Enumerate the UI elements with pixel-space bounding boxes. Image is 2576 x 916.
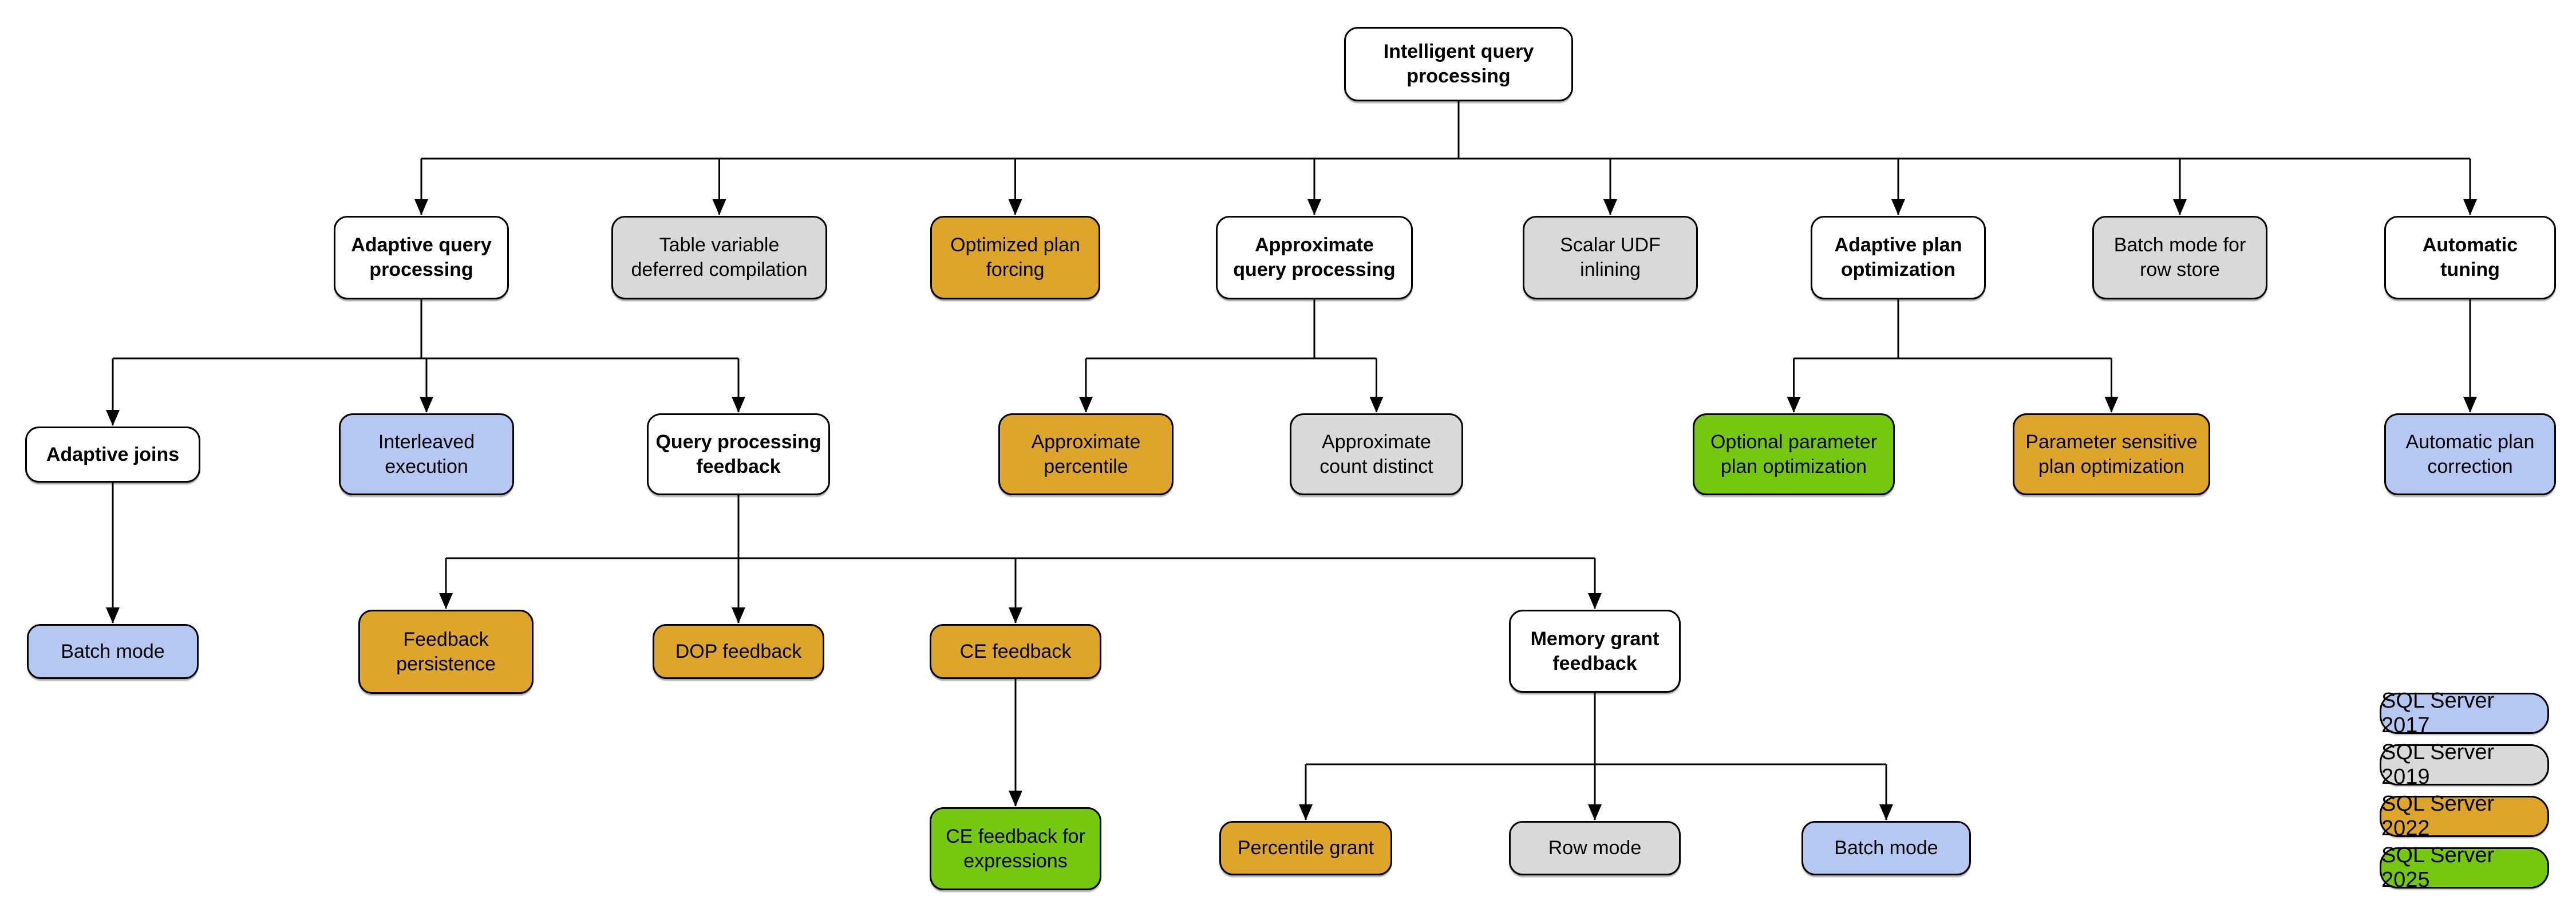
node-table-variable-deferred-compilation: Table variable deferred compilation <box>611 216 827 299</box>
node-parameter-sensitive-plan-optimization: Parameter sensitive plan optimization <box>2013 413 2210 495</box>
legend-item-sql-server-2017: SQL Server 2017 <box>2380 689 2549 737</box>
node-interleaved-execution: Interleaved execution <box>339 413 514 495</box>
node-automatic-plan-correction: Automatic plan correction <box>2384 413 2556 495</box>
node-automatic-tuning: Automatic tuning <box>2384 216 2556 299</box>
legend-item-sql-server-2025: SQL Server 2025 <box>2380 843 2549 892</box>
node-adaptive-joins: Adaptive joins <box>25 427 200 483</box>
node-batch-mode-adaptive-joins: Batch mode <box>27 624 199 679</box>
node-row-mode: Row mode <box>1509 821 1681 875</box>
node-adaptive-query-processing: Adaptive query processing <box>334 216 509 299</box>
node-optimized-plan-forcing: Optimized plan forcing <box>930 216 1100 299</box>
node-root: Intelligent query processing <box>1344 27 1573 101</box>
node-optional-parameter-plan-optimization: Optional parameter plan optimization <box>1693 413 1895 495</box>
node-dop-feedback: DOP feedback <box>653 624 824 679</box>
node-approximate-query-processing: Approximate query processing <box>1216 216 1413 299</box>
node-approximate-percentile: Approximate percentile <box>998 413 1174 495</box>
node-scalar-udf-inlining: Scalar UDF inlining <box>1523 216 1698 299</box>
node-batch-mode-for-row-store: Batch mode for row store <box>2092 216 2267 299</box>
legend-item-sql-server-2019: SQL Server 2019 <box>2380 740 2549 789</box>
legend-item-sql-server-2022: SQL Server 2022 <box>2380 792 2549 840</box>
node-batch-mode-memory-grant: Batch mode <box>1801 821 1971 875</box>
node-approximate-count-distinct: Approximate count distinct <box>1290 413 1463 495</box>
node-ce-feedback: CE feedback <box>930 624 1101 679</box>
node-adaptive-plan-optimization: Adaptive plan optimization <box>1811 216 1986 299</box>
node-ce-feedback-for-expressions: CE feedback for expressions <box>930 807 1101 890</box>
node-feedback-persistence: Feedback persistence <box>358 610 534 694</box>
node-query-processing-feedback: Query processing feedback <box>647 413 830 495</box>
node-percentile-grant: Percentile grant <box>1219 821 1392 875</box>
node-memory-grant-feedback: Memory grant feedback <box>1509 610 1681 693</box>
